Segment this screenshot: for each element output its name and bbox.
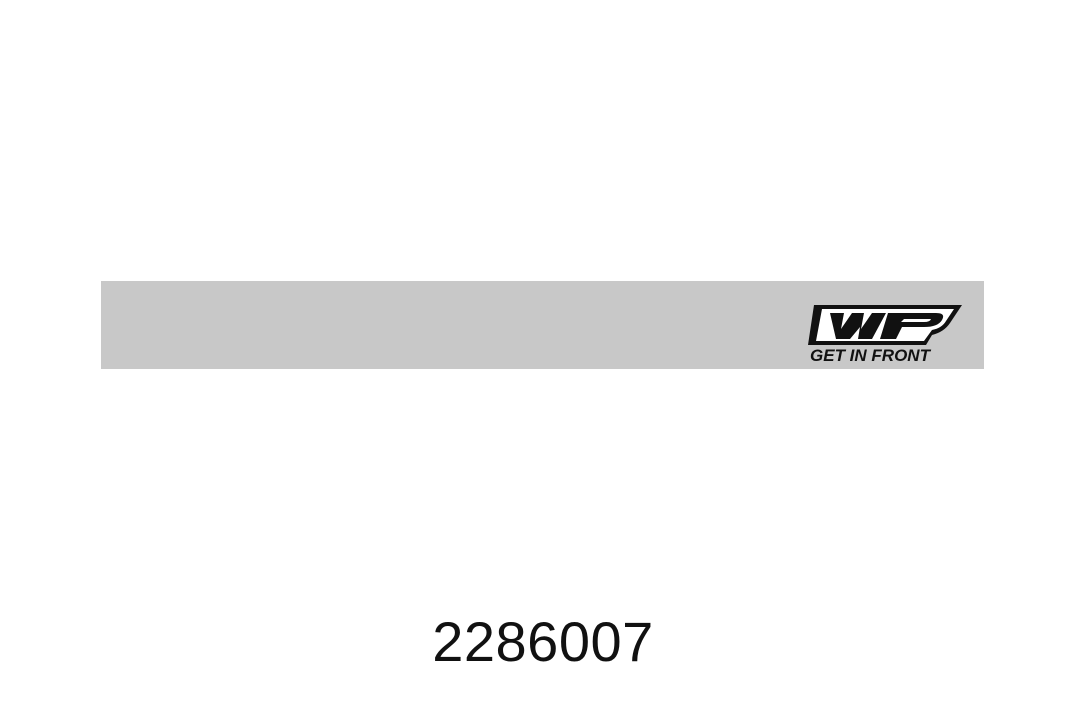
decal-strip: GET IN FRONT xyxy=(101,281,984,369)
wp-logo: GET IN FRONT xyxy=(774,291,966,363)
logo-tagline: GET IN FRONT xyxy=(810,346,932,363)
part-number: 2286007 xyxy=(432,610,654,673)
wp-logo-icon: GET IN FRONT xyxy=(808,305,962,363)
